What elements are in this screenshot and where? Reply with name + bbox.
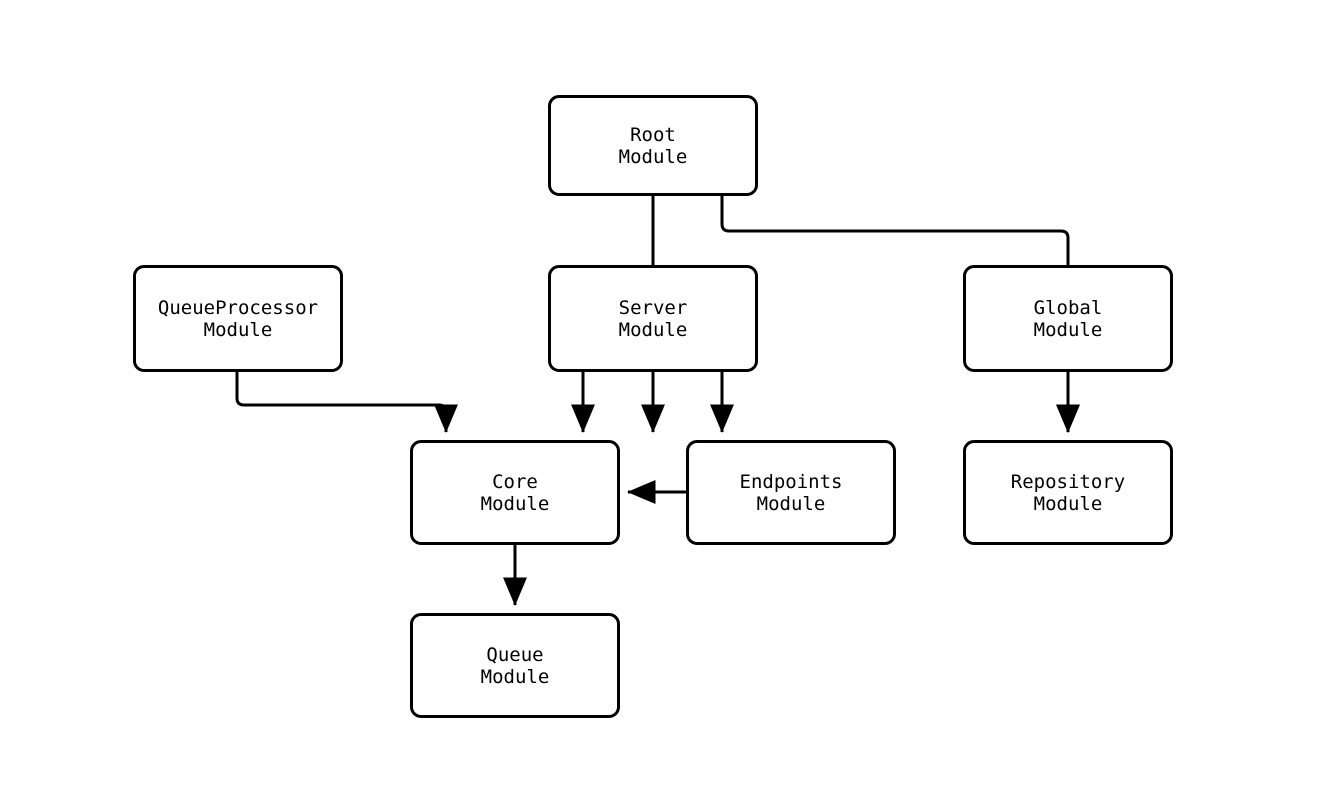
edge-queueprocessor-to-core — [235, 372, 458, 433]
node-label-core-module: Core Module — [480, 470, 550, 515]
node-label-queueprocessor-module: QueueProcessor Module — [157, 296, 319, 341]
node-queueprocessor-module[interactable]: QueueProcessor Module — [133, 265, 343, 372]
node-label-endpoints-module: Endpoints Module — [739, 470, 843, 515]
node-label-global-module: Global Module — [1033, 296, 1103, 341]
node-label-server-module: Server Module — [618, 296, 688, 341]
node-root-module[interactable]: Root Module — [548, 95, 758, 196]
node-repository-module[interactable]: Repository Module — [963, 440, 1173, 545]
node-server-module[interactable]: Server Module — [548, 265, 758, 372]
node-queue-module[interactable]: Queue Module — [410, 613, 620, 718]
node-global-module[interactable]: Global Module — [963, 265, 1173, 372]
node-endpoints-module[interactable]: Endpoints Module — [686, 440, 896, 545]
node-label-queue-module: Queue Module — [480, 643, 550, 688]
node-core-module[interactable]: Core Module — [410, 440, 620, 545]
node-label-repository-module: Repository Module — [1010, 470, 1126, 515]
node-label-root-module: Root Module — [618, 123, 688, 168]
